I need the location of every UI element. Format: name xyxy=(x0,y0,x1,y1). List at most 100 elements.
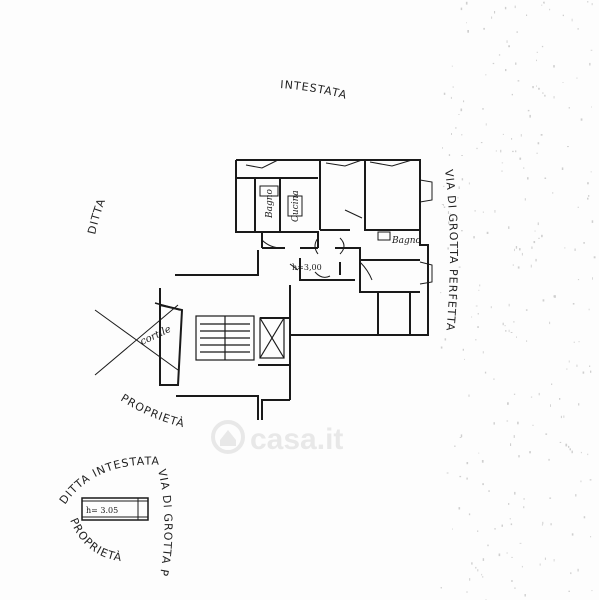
speckle xyxy=(549,8,551,11)
speckle xyxy=(488,490,490,492)
speckle xyxy=(514,248,515,252)
speckle xyxy=(549,321,551,325)
speckle xyxy=(440,292,442,294)
speckle xyxy=(577,279,580,281)
speckle xyxy=(441,204,444,205)
speckle xyxy=(538,237,540,239)
speckle xyxy=(513,435,515,438)
speckle xyxy=(550,404,551,407)
speckle xyxy=(571,533,574,536)
speckle xyxy=(515,62,517,65)
speckle xyxy=(491,16,493,19)
courtyard xyxy=(94,288,184,386)
speckle xyxy=(468,182,470,185)
speckle xyxy=(549,497,552,499)
speckle xyxy=(461,155,463,156)
speckle xyxy=(577,206,579,208)
speckle xyxy=(465,1,468,5)
speckle xyxy=(460,7,463,11)
arc-proprieta: PROPRIETÀ xyxy=(118,392,186,431)
speckle xyxy=(582,371,585,374)
speckle xyxy=(574,248,576,251)
speckle xyxy=(532,86,534,89)
speckle xyxy=(564,247,566,249)
speckle xyxy=(443,206,446,208)
speckle xyxy=(493,422,495,425)
speckle xyxy=(502,133,504,135)
speckle xyxy=(459,475,462,478)
speckle xyxy=(526,14,528,16)
speckle xyxy=(502,322,504,326)
speckle xyxy=(475,305,478,307)
speckle xyxy=(477,530,479,532)
speckle xyxy=(467,30,469,33)
speckle xyxy=(588,195,590,197)
speckle xyxy=(525,309,528,311)
speckle xyxy=(494,11,496,14)
speckle xyxy=(578,403,580,406)
speckle xyxy=(500,149,502,153)
speckle xyxy=(563,415,565,418)
speckle xyxy=(512,150,514,153)
speckle xyxy=(593,256,596,259)
speckle xyxy=(463,100,465,103)
bottom-walls xyxy=(176,395,290,420)
speckle xyxy=(591,106,592,108)
speckle xyxy=(587,453,589,456)
speckle xyxy=(474,210,476,212)
speckle xyxy=(447,247,449,250)
speckle xyxy=(468,513,471,516)
watermark-text: casa.it xyxy=(250,423,343,456)
speckle xyxy=(481,460,484,463)
speckle xyxy=(482,483,484,486)
speckle xyxy=(514,587,516,589)
speckle xyxy=(508,45,510,48)
speckle xyxy=(541,45,544,48)
speckle xyxy=(550,523,552,526)
speckle xyxy=(523,498,525,500)
speckle xyxy=(513,393,516,395)
speckle xyxy=(537,142,540,145)
speckle xyxy=(576,364,578,367)
speckle xyxy=(518,455,520,458)
mini-arc-via: VIA DI GROTTA PERFETTA xyxy=(0,0,175,578)
speckle xyxy=(475,566,477,569)
speckle xyxy=(516,336,517,338)
speckle xyxy=(466,591,468,593)
speckle xyxy=(553,65,555,68)
speckle xyxy=(511,138,513,140)
speckle xyxy=(540,134,543,136)
speckle xyxy=(485,123,487,126)
speckle xyxy=(538,87,540,90)
speckle xyxy=(501,170,503,172)
speckle xyxy=(504,6,507,10)
speckle xyxy=(521,565,523,568)
speckle xyxy=(494,528,496,530)
speckle xyxy=(542,521,544,525)
speckle xyxy=(570,572,572,575)
speckle xyxy=(515,246,518,249)
speckle xyxy=(478,289,480,291)
room-label-bagno-left: Bagno xyxy=(265,188,275,219)
speckle xyxy=(560,415,562,419)
speckle xyxy=(506,40,508,43)
speckle xyxy=(457,196,459,199)
speckle xyxy=(493,378,495,380)
speckle xyxy=(571,18,573,22)
speckle xyxy=(572,303,575,305)
speckle xyxy=(576,77,578,79)
speckle xyxy=(568,360,570,363)
speckle xyxy=(566,368,568,370)
speckle xyxy=(505,69,507,72)
speckle xyxy=(446,472,449,474)
speckle xyxy=(514,491,516,495)
speckle xyxy=(524,198,526,201)
speckle xyxy=(527,177,529,180)
speckle xyxy=(443,92,446,95)
speckle xyxy=(520,134,522,137)
speckle xyxy=(484,371,487,374)
speckle xyxy=(517,266,520,269)
speckle xyxy=(466,462,469,465)
speckle xyxy=(571,450,573,454)
